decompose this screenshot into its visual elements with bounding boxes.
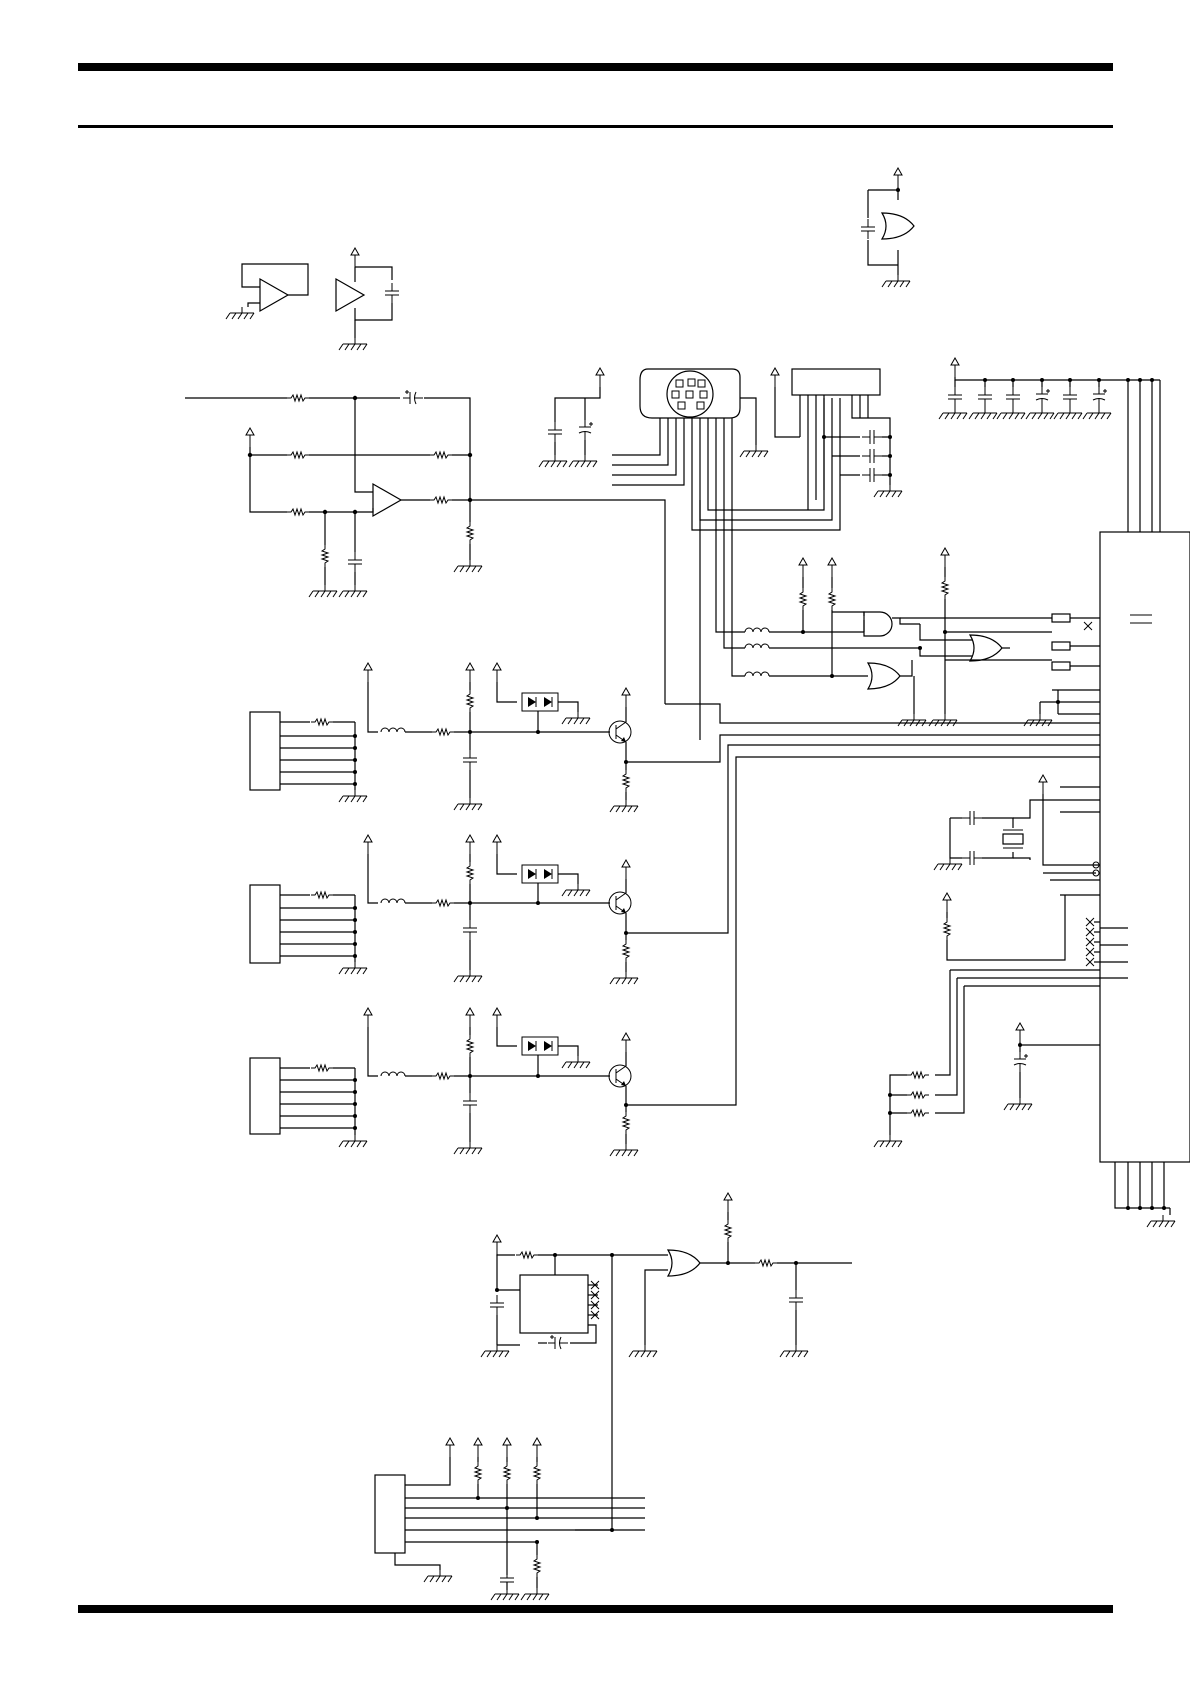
reset-circuit bbox=[481, 1193, 852, 1530]
crystal-oscillator bbox=[934, 775, 1128, 880]
mini-din-connector bbox=[539, 368, 840, 676]
video-input-channel-3 bbox=[250, 757, 1100, 1156]
header-rule-top bbox=[78, 63, 1113, 71]
header-rule-bottom bbox=[78, 125, 1113, 128]
power-or-gate bbox=[861, 168, 914, 287]
video-input-channel-2 bbox=[250, 745, 1100, 984]
logic-gates bbox=[745, 548, 1100, 726]
footer-rule bbox=[78, 1605, 1113, 1613]
connector-filter-caps bbox=[771, 368, 902, 510]
bottom-connector bbox=[375, 1438, 645, 1600]
input-amplifier bbox=[185, 390, 665, 704]
decoupling-capacitors bbox=[939, 358, 1160, 532]
buffer-amplifiers bbox=[226, 248, 399, 350]
main-controller-ic bbox=[874, 532, 1190, 1227]
video-input-channel-1 bbox=[250, 663, 1100, 812]
